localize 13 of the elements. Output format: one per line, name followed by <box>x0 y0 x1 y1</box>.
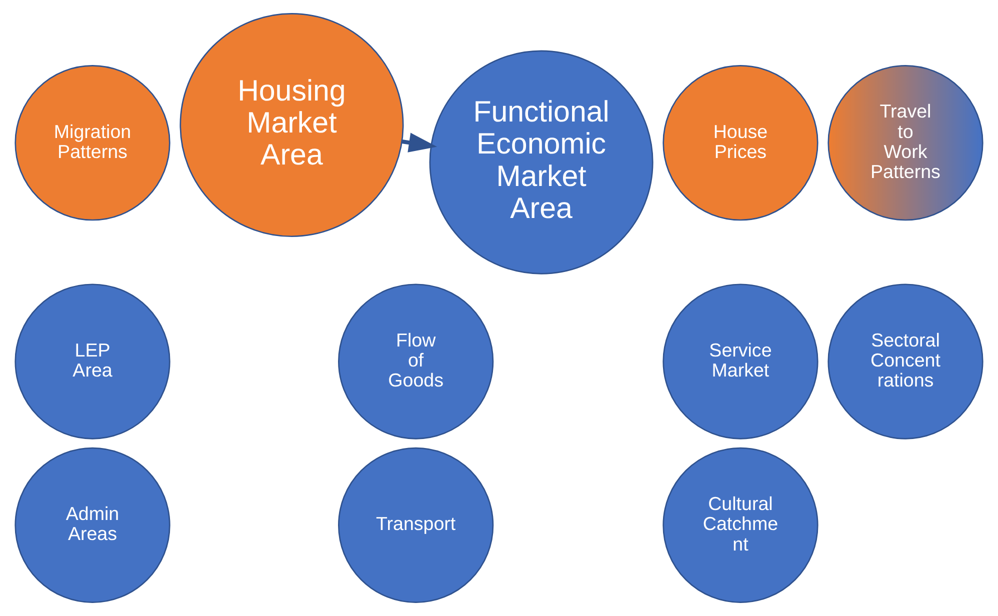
node-circle: Flow of Goods <box>338 284 494 440</box>
arrow <box>402 132 438 152</box>
node-circle: Service Market <box>662 284 818 440</box>
node-circle: House Prices <box>662 65 818 221</box>
node-circle: Admin Areas <box>14 447 170 603</box>
node-circle: Migration Patterns <box>14 65 170 221</box>
node-circle: Transport <box>338 447 494 603</box>
node-circle: Cultural Catchme nt <box>662 447 818 603</box>
node-circle: Sectoral Concent rations <box>828 284 984 440</box>
node-circle: LEP Area <box>14 284 170 440</box>
node-circle: Housing Market Area <box>180 13 404 238</box>
node-circle: Travel to Work Patterns <box>828 65 984 221</box>
node-circle: Functional Economic Market Area <box>429 50 654 274</box>
